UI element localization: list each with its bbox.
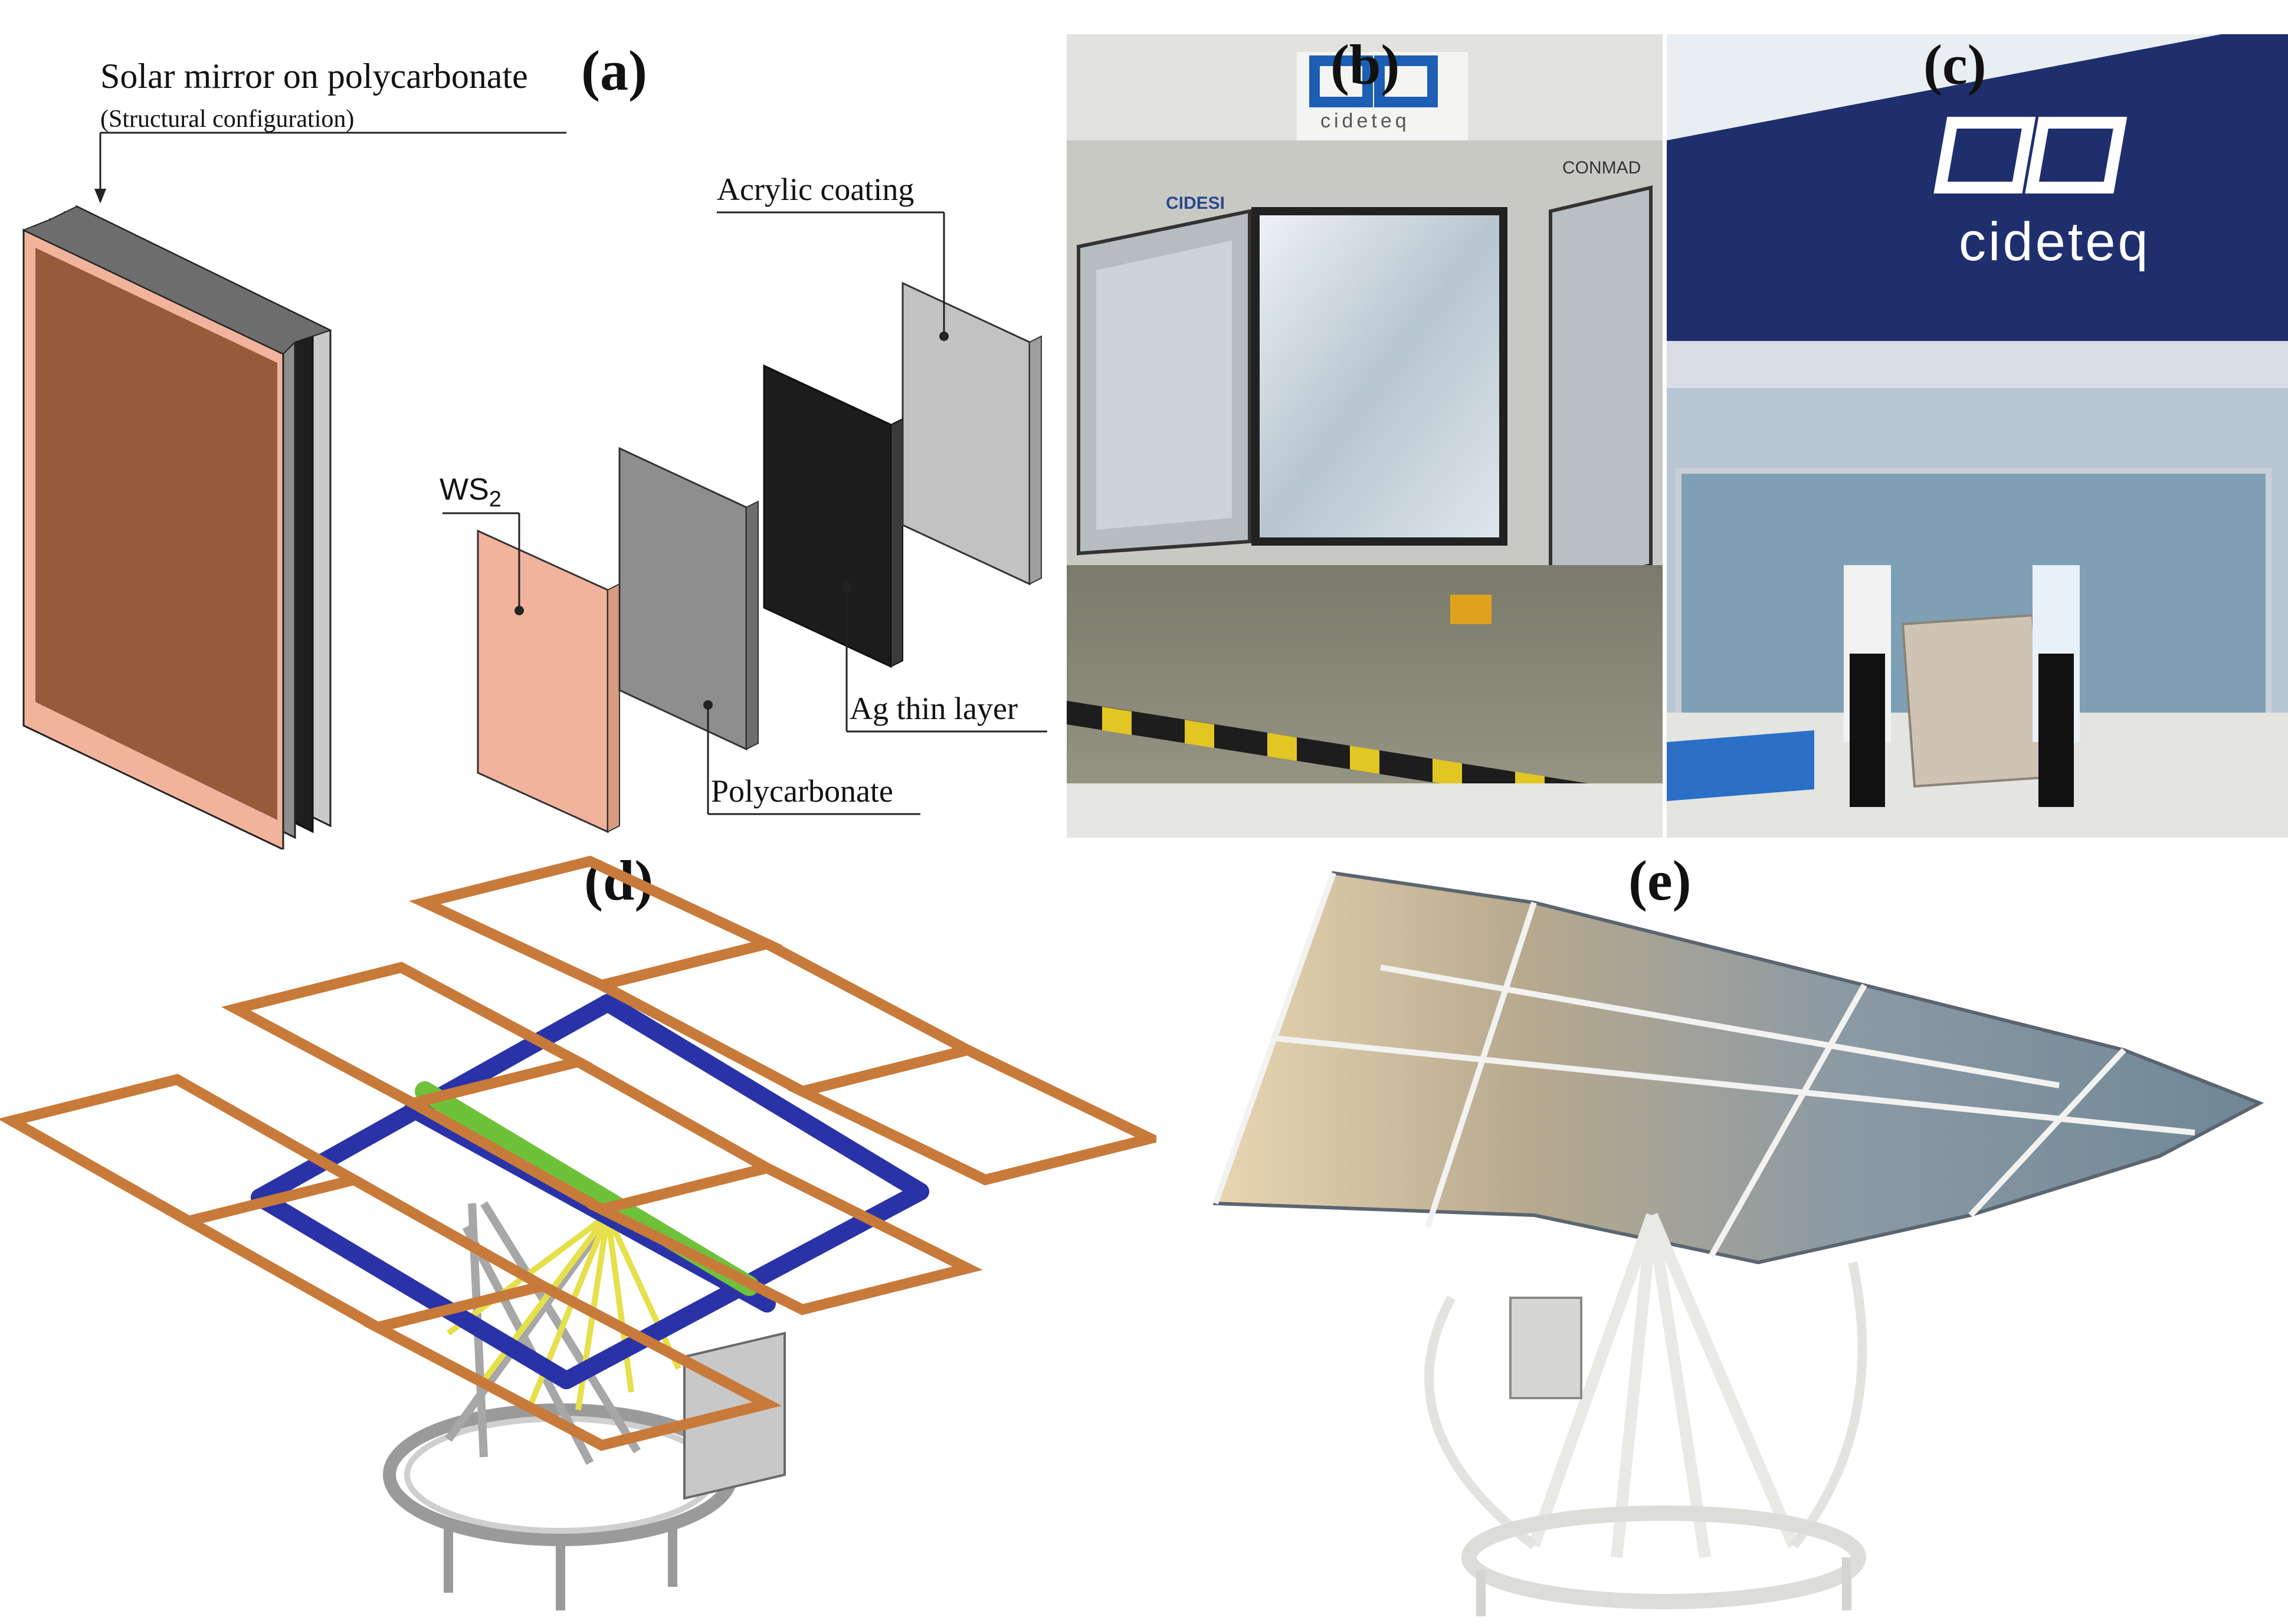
panel-b-photo: cideteq CIDESI CONMAD [1067,34,1663,838]
acrylic-coating-label: Acrylic coating [717,172,914,207]
ws2-label-text: WS [440,473,489,507]
panel-a: Solar mirror on polycarbonate (Structura… [0,0,1062,849]
ag-layer [763,364,903,668]
panel-a-drawing [22,132,1047,849]
panel-a-label: (a) [581,39,647,102]
panel-b-logo-text: cideteq [1320,110,1410,132]
panel-c-logo-text: cideteq [1959,212,2151,272]
polycarbonate-label: Polycarbonate [711,773,893,809]
ws2-layer [477,529,620,834]
panel-d-cad-drawing [0,849,1156,1624]
test-chamber-photo [1067,34,1663,838]
panel-b-sign-right: CONMAD [1562,158,1641,178]
polycarbonate-layer [618,447,759,751]
heliostat-photo [1212,871,2264,1616]
ws2-label: WS2 [440,472,501,512]
panel-b-sign-left: CIDESI [1166,193,1225,213]
panel-c-photo: cideteq [1667,34,2288,838]
ws2-label-subscript: 2 [489,487,501,512]
ag-thin-layer-label: Ag thin layer [850,691,1018,726]
building-photo [1667,34,2288,838]
heliostat-cad [0,855,1156,1610]
panel-e-label: (e) [1628,849,1692,912]
panel-a-subtitle: (Structural configuration) [100,106,355,133]
panel-a-title: Solar mirror on polycarbonate [100,57,528,96]
panel-c-label: (c) [1923,33,1987,96]
acrylic-layer [902,281,1042,586]
panel-e-photo [1204,849,2288,1624]
panel-b-label: (b) [1330,33,1400,96]
assembled-mirror [22,205,332,849]
